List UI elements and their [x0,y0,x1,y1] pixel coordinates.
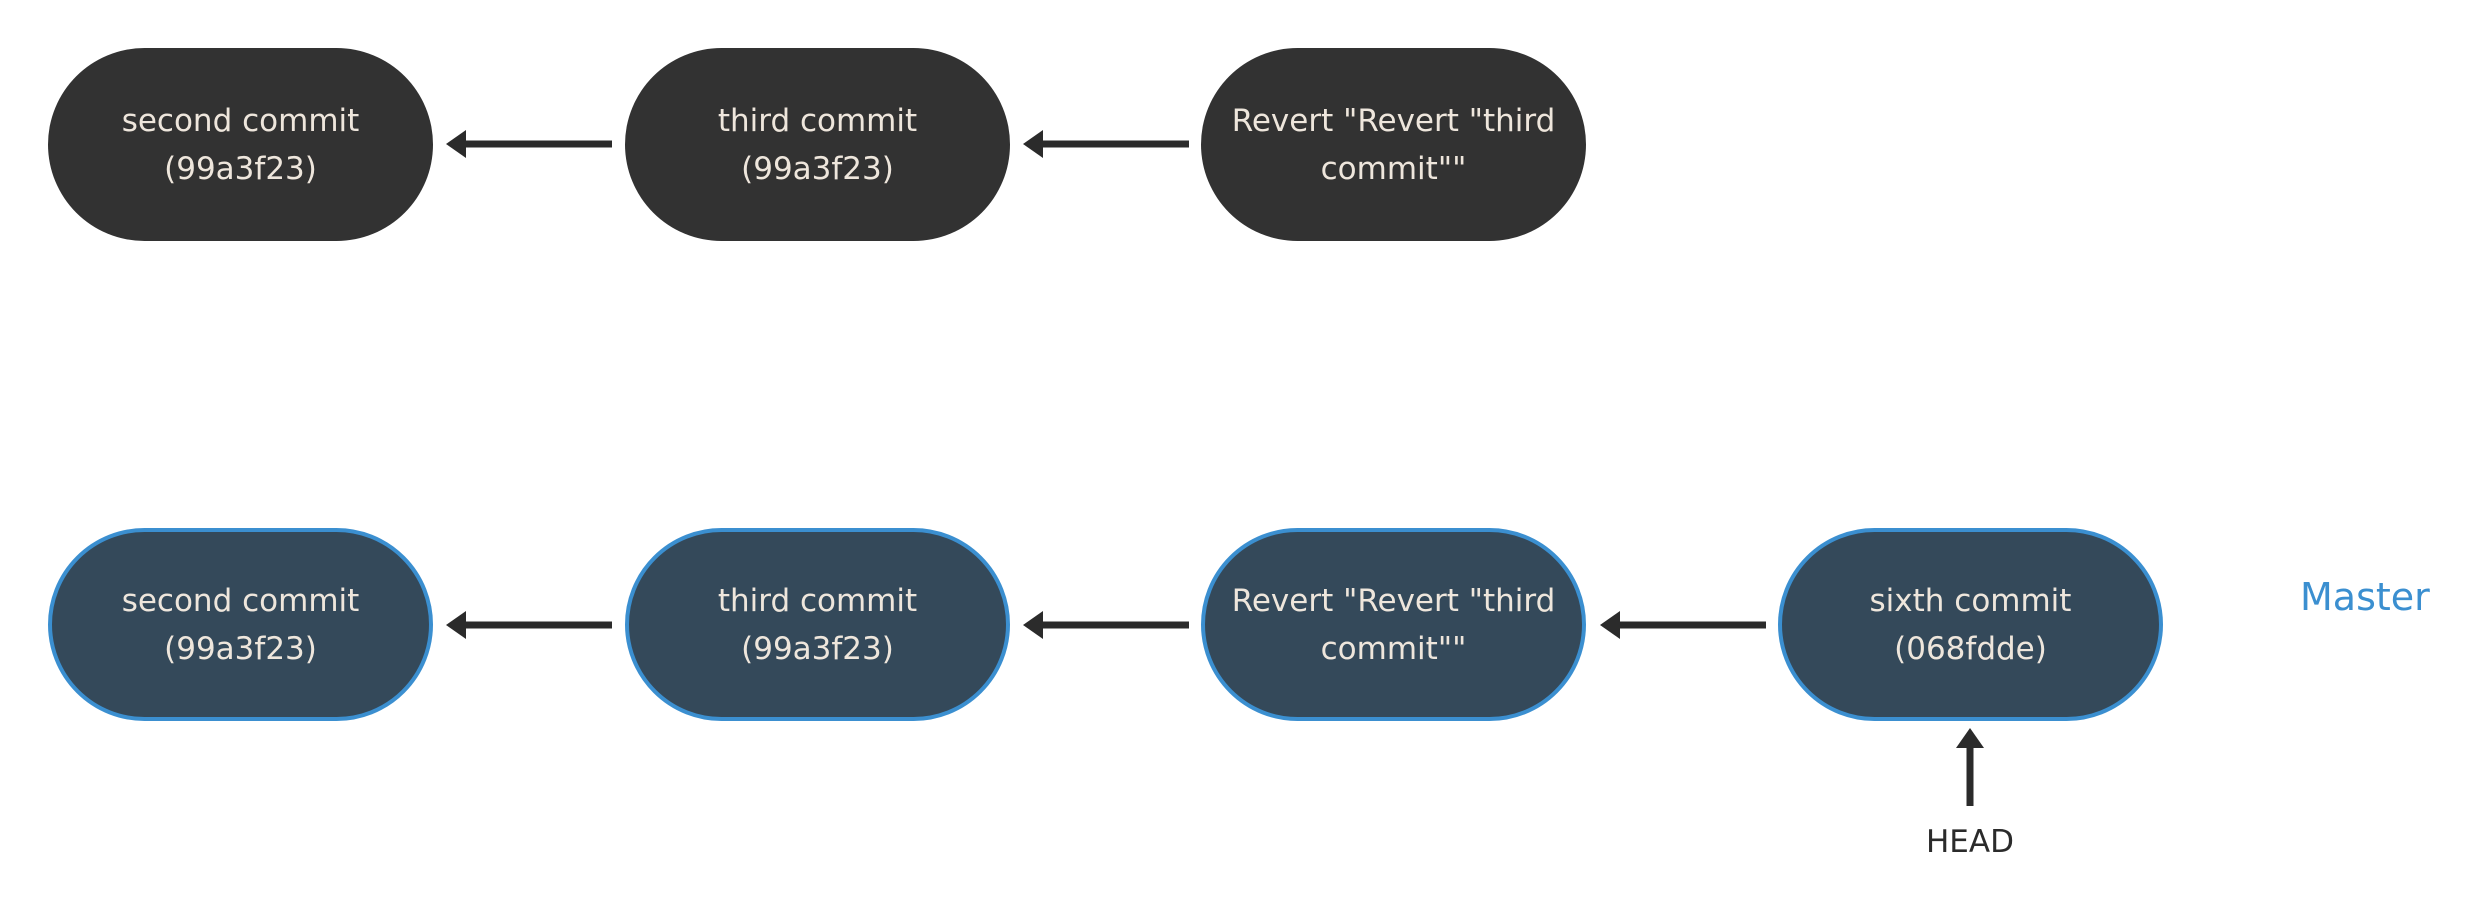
commit-node-bottom-second: second commit (99a3f23) [48,528,433,721]
commit-node-top-third: third commit (99a3f23) [625,48,1010,241]
commit-label: third commit (99a3f23) [717,102,918,187]
arrow-bottom-3 [1600,611,1766,639]
commit-label: sixth commit (068fdde) [1869,582,2072,667]
arrow-top-2 [1023,130,1189,158]
commit-node-bottom-third: third commit (99a3f23) [625,528,1010,721]
branch-label-master: Master [2300,575,2430,619]
commit-node-top-second: second commit (99a3f23) [48,48,433,241]
commit-node-bottom-sixth: sixth commit (068fdde) [1778,528,2163,721]
commit-label: second commit (99a3f23) [121,102,360,187]
commit-label: Revert "Revert "third commit"" [1231,102,1556,187]
arrow-bottom-2 [1023,611,1189,639]
head-arrow [1956,728,1984,806]
commit-node-top-revert-revert: Revert "Revert "third commit"" [1201,48,1586,241]
commit-node-bottom-revert-revert: Revert "Revert "third commit"" [1201,528,1586,721]
arrow-top-1 [446,130,612,158]
commit-label: third commit (99a3f23) [717,582,918,667]
commit-label: second commit (99a3f23) [121,582,360,667]
arrow-bottom-1 [446,611,612,639]
commit-label: Revert "Revert "third commit"" [1231,582,1556,667]
head-label: HEAD [1926,824,2014,860]
